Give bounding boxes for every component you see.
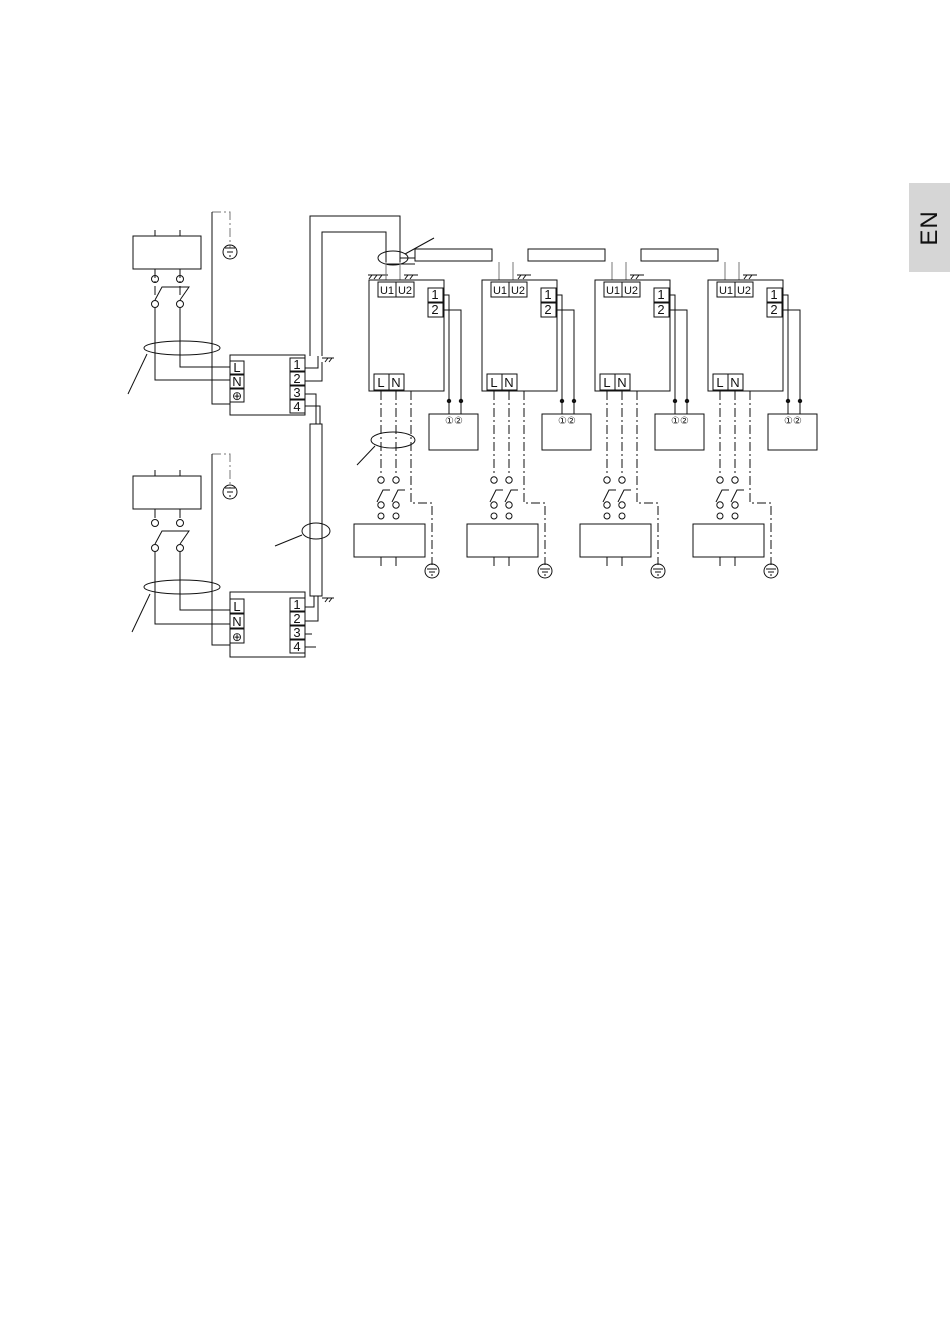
outdoor-upper-terminal-n: N — [232, 374, 241, 389]
outdoor-lower-terminal-n: N — [232, 614, 241, 629]
outdoor-upper-transmission-1: 1 — [293, 357, 300, 372]
outdoor-lower-terminal-l: L — [233, 599, 240, 614]
indoor-unit-2-remote-controller-label: ①② — [558, 416, 576, 427]
indoor-unit-3-terminal-u2: U2 — [624, 285, 638, 297]
indoor-unit-2-power-terminal-n: N — [504, 375, 513, 390]
indoor-unit-1-remote-terminal-1: 1 — [431, 287, 438, 302]
outdoor-upper-terminal-l: L — [233, 360, 240, 375]
outdoor-lower-transmission-4: 4 — [293, 639, 300, 654]
outdoor-upper-transmission-3: 3 — [293, 385, 300, 400]
indoor-unit-4-remote-terminal-2: 2 — [770, 302, 777, 317]
indoor-unit-2-power-supply — [467, 524, 538, 557]
indoor-unit-4-remote-terminal-1: 1 — [770, 287, 777, 302]
indoor-unit-3-power-terminal-n: N — [617, 375, 626, 390]
indoor-unit-2-remote-terminal-1: 1 — [544, 287, 551, 302]
indoor-unit-4-power-terminal-l: L — [716, 375, 723, 390]
outdoor-upper-transmission-2: 2 — [293, 371, 300, 386]
indoor-unit-4-remote-controller-label: ①② — [784, 416, 802, 427]
indoor-unit-3-ground-icon — [651, 564, 665, 578]
indoor-unit-3-power-terminal-l: L — [603, 375, 610, 390]
indoor-unit-1-remote-terminal-2: 2 — [431, 302, 438, 317]
indoor-unit-3-remote-terminal-1: 1 — [657, 287, 664, 302]
indoor-unit-1-remote-controller-label: ①② — [445, 416, 463, 427]
indoor-unit-3-remote-terminal-2: 2 — [657, 302, 664, 317]
indoor-unit-4-ground-icon — [764, 564, 778, 578]
indoor-unit-3-power-supply — [580, 524, 651, 557]
indoor-unit-4-terminal-u1: U1 — [719, 285, 733, 297]
outdoor-upper-transmission-4: 4 — [293, 399, 300, 414]
outdoor-unit-lower-box — [133, 476, 201, 509]
indoor-unit-1-power-supply — [354, 524, 425, 557]
outdoor-lower-transmission-2: 2 — [293, 611, 300, 626]
indoor-unit-2-power-terminal-l: L — [490, 375, 497, 390]
indoor-unit-2-remote-terminal-2: 2 — [544, 302, 551, 317]
indoor-unit-3-remote-controller-label: ①② — [671, 416, 689, 427]
indoor-unit-1-power-terminal-n: N — [391, 375, 400, 390]
outdoor-lower-transmission-1: 1 — [293, 597, 300, 612]
indoor-unit-4-power-terminal-n: N — [730, 375, 739, 390]
outdoor-lower-transmission-3: 3 — [293, 625, 300, 640]
outdoor-unit-upper: L N ⊕ 1 2 3 4 — [128, 212, 305, 415]
indoor-unit-1-terminal-u2: U2 — [398, 285, 412, 297]
indoor-unit-4-terminal-u2: U2 — [737, 285, 751, 297]
indoor-unit-2-terminal-u2: U2 — [511, 285, 525, 297]
indoor-unit-2-ground-icon — [538, 564, 552, 578]
outdoor-lower-terminal-ground: ⊕ — [232, 630, 242, 644]
outdoor-unit-upper-box — [133, 236, 201, 269]
outdoor-unit-lower: L N ⊕ 1 2 3 4 — [132, 454, 305, 657]
indoor-unit-1-power-terminal-l: L — [377, 375, 384, 390]
indoor-unit-1-ground-icon — [425, 564, 439, 578]
outdoor-upper-terminal-ground: ⊕ — [232, 389, 242, 403]
indoor-unit-4-power-supply — [693, 524, 764, 557]
indoor-unit-1-terminal-u1: U1 — [380, 285, 394, 297]
indoor-unit-2-terminal-u1: U1 — [493, 285, 507, 297]
indoor-unit-3-terminal-u1: U1 — [606, 285, 620, 297]
